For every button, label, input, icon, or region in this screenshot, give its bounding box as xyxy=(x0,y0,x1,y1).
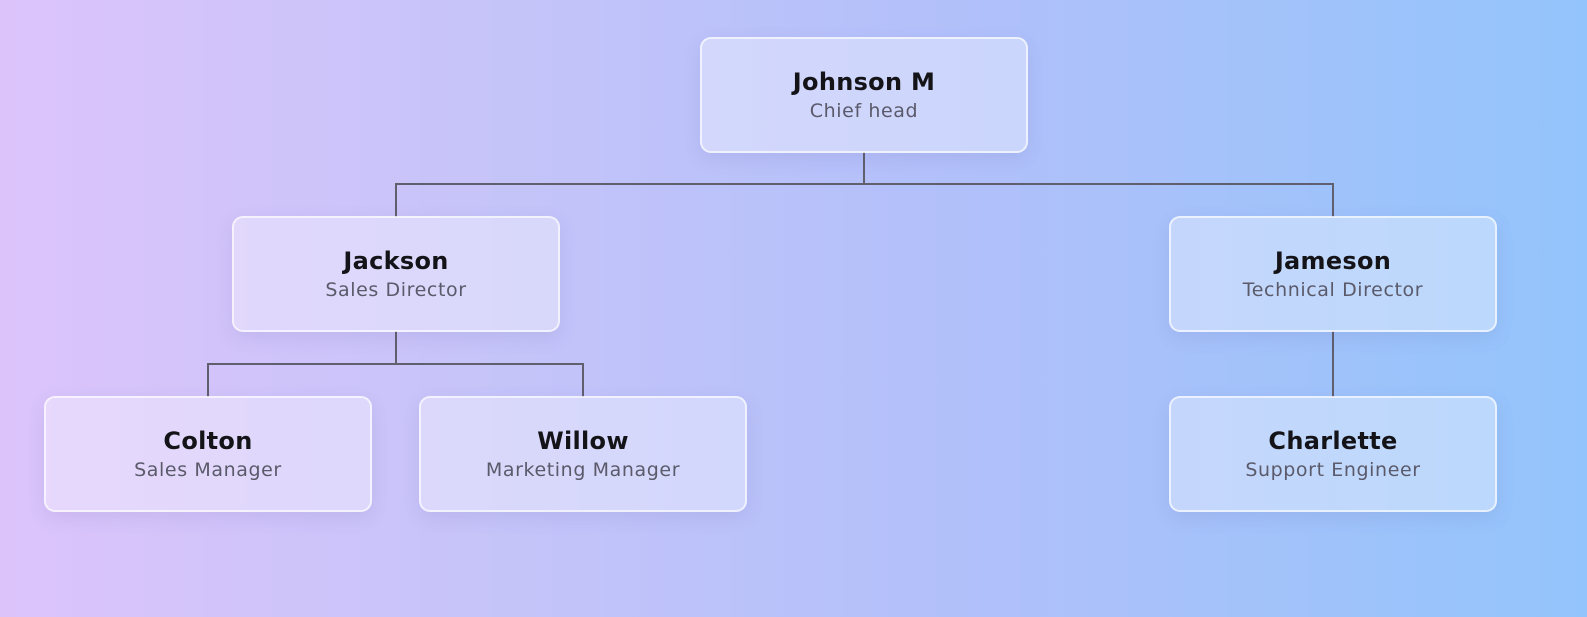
node-name: Willow xyxy=(537,426,629,455)
connector-to-willow xyxy=(582,363,584,397)
node-name: Jackson xyxy=(343,246,449,275)
connector-to-jameson xyxy=(1332,183,1334,217)
node-name: Charlette xyxy=(1268,426,1398,455)
node-charlette[interactable]: Charlette Support Engineer xyxy=(1169,396,1497,512)
node-title: Marketing Manager xyxy=(485,458,681,481)
node-name: Johnson M xyxy=(792,67,936,96)
connector-to-colton xyxy=(207,363,209,397)
node-title: Chief head xyxy=(809,99,919,122)
connector-jackson-bar xyxy=(207,363,584,365)
node-title: Sales Manager xyxy=(134,458,282,481)
node-name: Colton xyxy=(163,426,253,455)
connector-level1-bar xyxy=(395,183,1334,185)
node-colton[interactable]: Colton Sales Manager xyxy=(44,396,372,512)
node-name: Jameson xyxy=(1274,246,1392,275)
node-jameson[interactable]: Jameson Technical Director xyxy=(1169,216,1497,332)
connector-jameson-to-charlette xyxy=(1332,331,1334,397)
node-title: Sales Director xyxy=(325,278,467,301)
node-johnson[interactable]: Johnson M Chief head xyxy=(700,37,1028,153)
node-title: Technical Director xyxy=(1242,278,1424,301)
node-willow[interactable]: Willow Marketing Manager xyxy=(419,396,747,512)
connector-to-jackson xyxy=(395,183,397,217)
connector-jackson-down xyxy=(395,331,397,364)
connector-johnson-down xyxy=(863,152,865,185)
node-jackson[interactable]: Jackson Sales Director xyxy=(232,216,560,332)
node-title: Support Engineer xyxy=(1245,458,1421,481)
